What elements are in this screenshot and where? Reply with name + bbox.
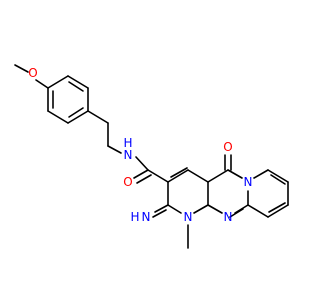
bond <box>187 169 209 183</box>
bond <box>68 107 84 118</box>
bond <box>268 202 286 213</box>
bond <box>135 156 149 171</box>
imine-hydrogen: H <box>130 210 139 224</box>
ring-nitrogen: N <box>224 210 233 224</box>
bond <box>147 169 169 183</box>
bond <box>133 169 149 179</box>
bond <box>207 204 223 214</box>
methoxy-oxygen: O <box>28 66 37 80</box>
bond <box>207 169 229 183</box>
bond <box>136 174 152 184</box>
imine-nitrogen: N <box>142 210 151 224</box>
amide-hydrogen: H <box>123 136 132 150</box>
amide-nitrogen: N <box>124 148 133 162</box>
bond <box>47 75 69 89</box>
bond <box>67 110 89 124</box>
bond <box>35 79 49 89</box>
bond <box>67 75 89 89</box>
bond <box>152 209 167 218</box>
bridgehead-nitrogen: N <box>244 175 253 189</box>
bond <box>227 169 243 179</box>
bond <box>167 204 182 214</box>
bond <box>247 204 269 218</box>
bond <box>68 81 84 92</box>
bonds <box>14 64 289 249</box>
bond <box>14 64 29 73</box>
methyl-nitrogen: N <box>184 210 193 224</box>
bond <box>154 204 169 213</box>
bond <box>267 204 289 218</box>
bond <box>87 110 109 124</box>
bond <box>267 169 289 183</box>
bond <box>193 204 209 214</box>
bond <box>167 169 189 183</box>
ketone-oxygen: O <box>223 140 232 154</box>
bond <box>47 110 69 124</box>
bond <box>270 174 286 185</box>
atom-labels: O N H O O N N N H N <box>28 66 252 224</box>
bond <box>170 167 188 178</box>
amide-oxygen: O <box>123 175 132 189</box>
bond <box>229 208 244 218</box>
bond <box>107 145 122 154</box>
bond <box>253 169 269 179</box>
molecule-structure: O N H O O N N N H N <box>14 64 289 249</box>
